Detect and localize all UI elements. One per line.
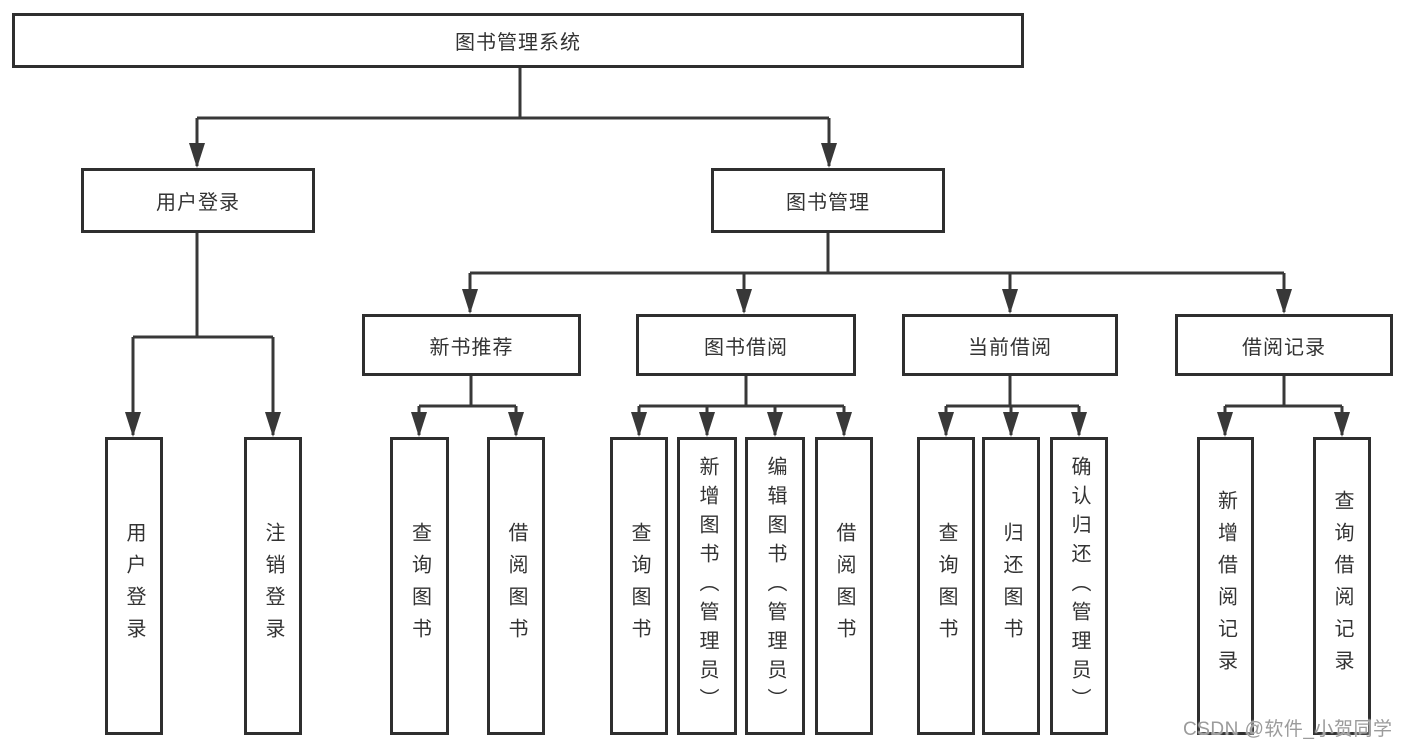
node-book-management: 图书管理 (711, 168, 945, 233)
node-new-book-recommend: 新书推荐 (362, 314, 581, 376)
leaf-current-query-book-label: 查询图书 (935, 522, 957, 650)
leaf-recommend-query-book: 查询图书 (390, 437, 449, 735)
node-book-borrow: 图书借阅 (636, 314, 856, 376)
leaf-borrow-borrow-book: 借阅图书 (815, 437, 873, 735)
leaf-confirm-return-admin: 确认归还（管理员） (1050, 437, 1108, 735)
leaf-query-borrow-record-label: 查询借阅记录 (1331, 490, 1353, 682)
leaf-return-book-label: 归还图书 (1000, 522, 1022, 650)
leaf-query-borrow-record: 查询借阅记录 (1313, 437, 1371, 735)
leaf-add-book-admin: 新增图书（管理员） (677, 437, 737, 735)
leaf-borrow-borrow-book-label: 借阅图书 (833, 522, 855, 650)
node-root-system: 图书管理系统 (12, 13, 1024, 68)
leaf-confirm-return-admin-label: 确认归还（管理员） (1068, 455, 1090, 717)
leaf-add-borrow-record-label: 新增借阅记录 (1214, 490, 1237, 682)
node-borrow-record: 借阅记录 (1175, 314, 1393, 376)
node-current-borrow: 当前借阅 (902, 314, 1118, 376)
leaf-user-login: 用户登录 (105, 437, 163, 735)
leaf-return-book: 归还图书 (982, 437, 1040, 735)
leaf-edit-book-admin: 编辑图书（管理员） (745, 437, 805, 735)
leaf-borrow-query-book: 查询图书 (610, 437, 668, 735)
leaf-edit-book-admin-label: 编辑图书（管理员） (764, 455, 786, 717)
leaf-recommend-borrow-book: 借阅图书 (487, 437, 545, 735)
leaf-add-book-admin-label: 新增图书（管理员） (696, 455, 718, 717)
leaf-logout-login-label: 注销登录 (262, 522, 284, 650)
leaf-borrow-query-book-label: 查询图书 (628, 522, 650, 650)
leaf-logout-login: 注销登录 (244, 437, 302, 735)
leaf-add-borrow-record: 新增借阅记录 (1197, 437, 1254, 735)
leaf-user-login-label: 用户登录 (123, 522, 145, 650)
node-user-login: 用户登录 (81, 168, 315, 233)
csdn-watermark: CSDN @软件_小贺同学 (1183, 719, 1393, 740)
leaf-current-query-book: 查询图书 (917, 437, 975, 735)
leaf-recommend-borrow-book-label: 借阅图书 (505, 522, 527, 650)
leaf-recommend-query-book-label: 查询图书 (408, 522, 431, 650)
